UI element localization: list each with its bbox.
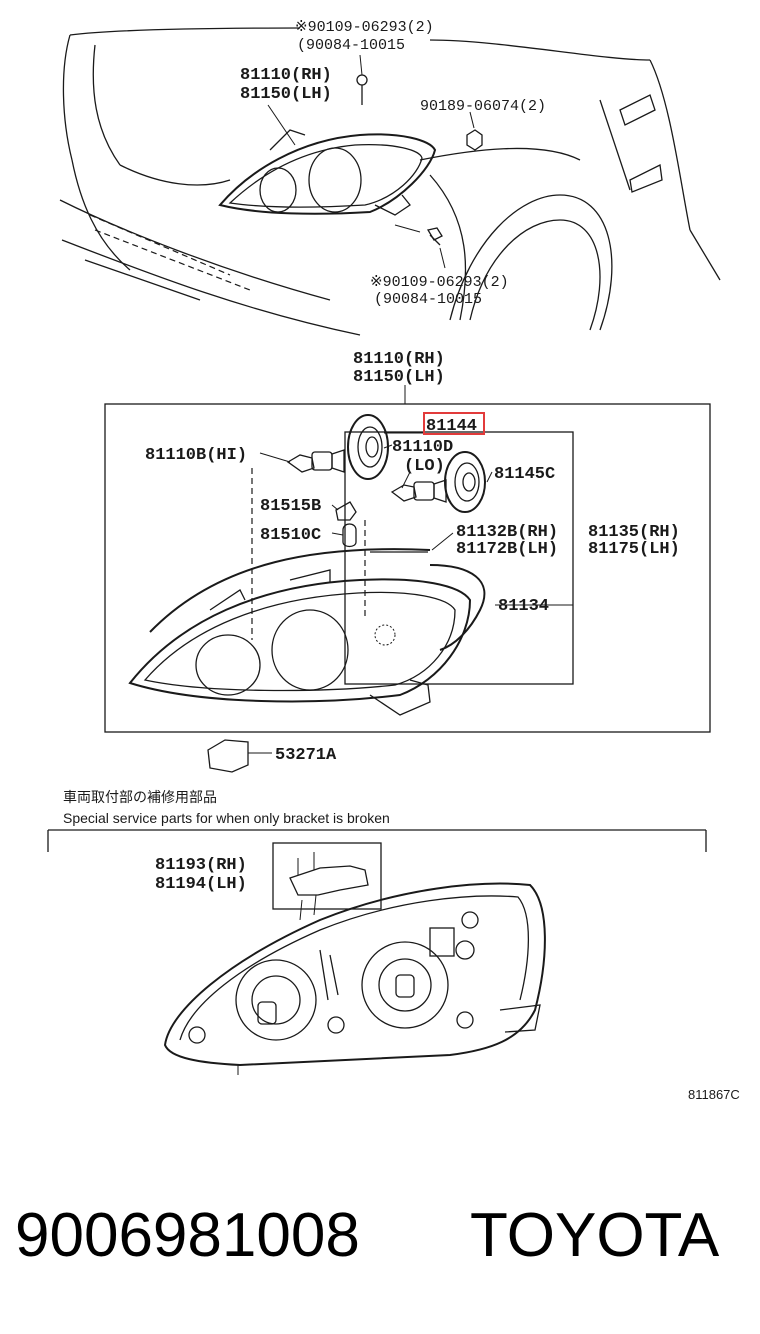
figure-ref: 811867C [688,1087,740,1102]
label-bulb-lo-part: 81110D [392,438,453,457]
label-socket: 81515B [260,497,321,516]
label-gasket-lh: 81175(LH) [588,540,680,559]
label-bolt-a-alt: (90084-10015 [297,37,405,54]
exploded-leader-lines [251,432,573,640]
caption-part-number: 9006981008 [15,1201,360,1270]
trim-strip [149,548,431,633]
connector: 53271A [207,739,337,773]
label-bulb-lo-tag: (LO) [404,457,445,476]
top-labels: ※90109-06293(2) (90084-10015 81110(RH) 8… [240,19,546,308]
bulb-hi [286,449,345,473]
top-leader-lines [267,54,475,269]
label-bracket-rh: 81193(RH) [155,856,247,875]
note-japanese: 車両取付部の補修用部品 [63,789,217,805]
label-bulb-small: 81510C [260,526,321,545]
label-bolt-b: ※90109-06293(2) [370,274,509,291]
label-lens: 81134 [498,597,549,616]
label-gasket-rh: 81135(RH) [588,523,680,542]
gasket [429,564,486,651]
inner-frame [344,431,574,685]
highlight-box [423,412,485,435]
bracket-callout: 81193(RH) 81194(LH) [155,842,382,910]
label-headlamp-lh: 81150(LH) [240,85,332,104]
bulb-small [342,523,357,548]
caption-brand: TOYOTA [470,1201,720,1270]
socket [335,501,357,521]
label-cap-lo: 81145C [494,465,555,484]
bulb-lo [390,479,447,503]
label-cap-highlighted: 81144 [426,417,477,436]
label-bolt-b-alt: (90084-10015 [374,291,482,308]
headlamp-rear-view [163,882,546,1075]
label-bracket-lh: 81194(LH) [155,875,247,894]
label-bolt-a: ※90109-06293(2) [295,19,434,36]
vehicle-outline [59,27,721,336]
bulb-cap-lo [444,451,486,513]
bulb-cap-hi [347,414,389,480]
label-assy-rh: 81110(RH) [353,350,445,369]
label-headlamp-rh: 81110(RH) [240,66,332,85]
exploded-labels: 81144 81110D (LO) 81110B(HI) 81145C 8151… [145,412,680,616]
headlamp-small [218,74,483,246]
label-nut: 90189-06074(2) [420,98,546,115]
label-connector: 53271A [275,746,337,765]
assembly-frame [104,403,711,733]
label-trim-rh: 81132B(RH) [456,523,558,542]
note-english: Special service parts for when only brac… [63,810,390,826]
label-bulb-hi: 81110B(HI) [145,446,247,465]
label-assy-lh: 81150(LH) [353,368,445,387]
headlamp-large [128,569,472,716]
label-trim-lh: 81172B(LH) [456,540,558,559]
